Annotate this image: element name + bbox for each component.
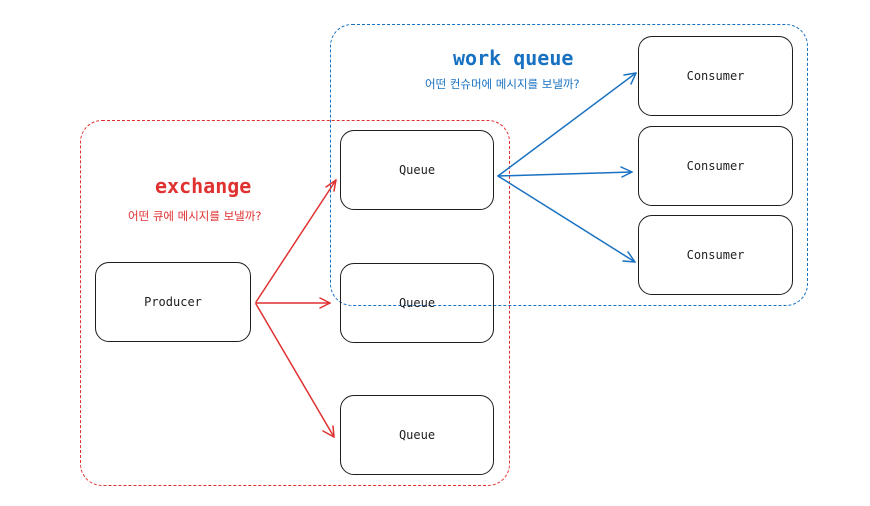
exchange-group [80, 120, 510, 486]
queue-node-3: Queue [340, 395, 494, 475]
queue-label: Queue [398, 428, 436, 442]
queue-node-2: Queue [340, 263, 494, 343]
consumer-node-1: Consumer [638, 36, 793, 116]
queue-node-1: Queue [340, 130, 494, 210]
producer-label: Producer [144, 295, 202, 309]
consumer-node-3: Consumer [638, 215, 793, 295]
exchange-subtitle: 어떤 큐에 메시지를 보낼까? [128, 209, 262, 223]
producer-to-queue-3-arrow [255, 303, 335, 438]
queue-label: Queue [398, 296, 436, 310]
consumer-node-2: Consumer [638, 126, 793, 206]
exchange-title: exchange [155, 174, 252, 198]
work-queue-title: work queue [453, 46, 574, 70]
consumer-label: Consumer [686, 248, 745, 262]
consumer-label: Consumer [686, 69, 745, 83]
producer-to-queue-2-arrow [255, 297, 331, 309]
consumer-label: Consumer [686, 159, 745, 173]
work-queue-subtitle: 어떤 컨슈머에 메시지를 보낼까? [425, 77, 580, 91]
queue-to-consumer-2-arrow [497, 166, 633, 178]
queue-to-consumer-3-arrow [497, 175, 636, 263]
producer-to-queue-1-arrow [255, 179, 337, 303]
work-queue-group [330, 24, 808, 306]
producer-node: Producer [95, 262, 251, 342]
queue-to-consumer-1-arrow [497, 72, 637, 177]
queue-label: Queue [398, 163, 436, 177]
